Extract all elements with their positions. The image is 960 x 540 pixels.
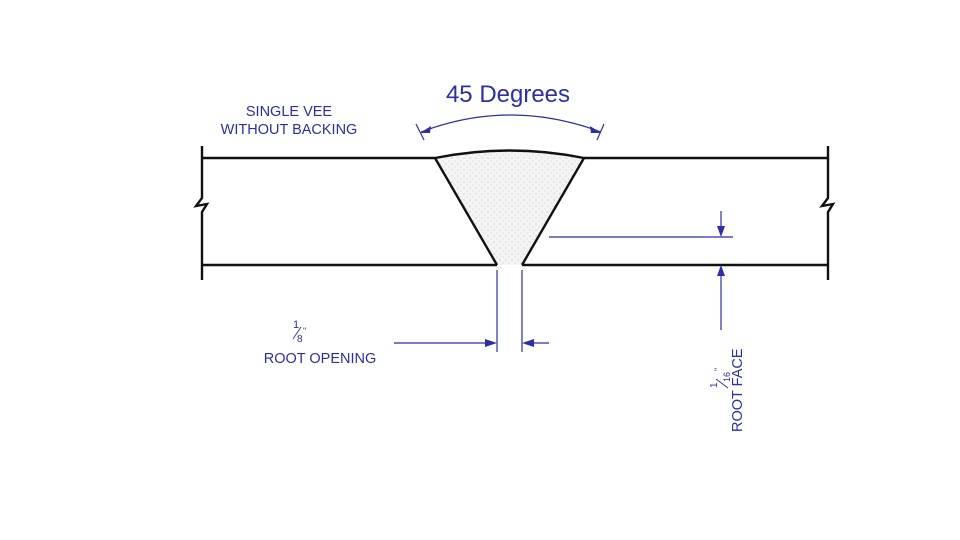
right-break-line xyxy=(819,146,836,280)
groove-right-bevel xyxy=(520,157,586,266)
base-plates xyxy=(193,146,836,280)
root-face-fraction-mark: " xyxy=(713,368,723,371)
angle-tick-right xyxy=(596,123,605,141)
root-opening-fraction-denominator: 8 xyxy=(297,334,303,345)
weld-bead xyxy=(435,150,584,265)
root-face-fraction-numerator: 1 xyxy=(709,382,720,388)
root-opening-fraction-numerator: 1 xyxy=(293,319,299,331)
root-face-arrow-upper xyxy=(717,226,725,237)
root-face-text-rotated: ROOT FACE xyxy=(730,348,746,432)
joint-type-line1: SINGLE VEE xyxy=(246,104,333,120)
angle-arc xyxy=(420,114,602,133)
root-opening-fraction-bar xyxy=(292,326,302,340)
angle-label: 45 Degrees xyxy=(446,81,570,108)
root-opening-fraction-mark: " xyxy=(303,326,306,336)
root-opening-dimension: 1 8 " ROOT OPENING xyxy=(264,270,549,367)
groove-left-bevel xyxy=(433,157,499,266)
joint-type-label: SINGLE VEE WITHOUT BACKING xyxy=(221,104,358,138)
root-face-fraction-bar xyxy=(715,378,729,389)
root-face-arrow-lower xyxy=(717,265,725,276)
root-face-fraction-denominator: 16 xyxy=(722,372,732,382)
joint-type-line2: WITHOUT BACKING xyxy=(221,122,358,138)
root-opening-fraction: 1 xyxy=(293,319,299,331)
root-face-dimension: ROOT FACE 1 16 " xyxy=(549,211,746,432)
angle-arrow-left xyxy=(420,126,431,133)
angle-tick-left xyxy=(415,123,425,141)
angle-dimension: 45 Degrees xyxy=(415,81,605,141)
root-opening-label: ROOT OPENING xyxy=(264,351,377,367)
angle-arrow-right xyxy=(590,126,601,133)
root-opening-arrow-left xyxy=(485,339,497,347)
root-face-fraction: 1 16 " xyxy=(709,368,732,389)
root-face-label: ROOT FACE xyxy=(730,348,746,432)
left-break-line xyxy=(193,146,210,280)
root-opening-arrow-right xyxy=(522,339,534,347)
weld-cap xyxy=(434,149,585,160)
